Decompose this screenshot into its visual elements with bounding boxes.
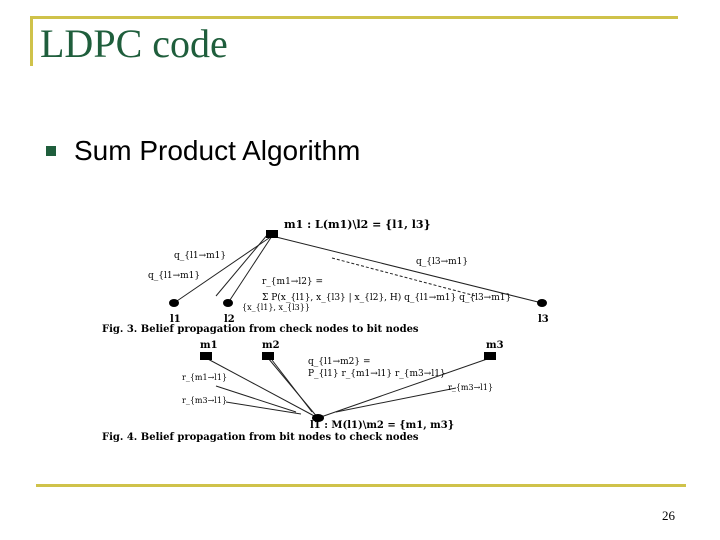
fig3-bit-node-l2	[223, 299, 233, 307]
fig3-diagram: m1 : L(m1)\l2 = {l1, l3} q_{l1→m1} q_{l1…	[102, 218, 549, 335]
fig4-msg-arrow-1	[215, 385, 297, 413]
fig4-bit-node-l1	[312, 414, 324, 422]
fig4-msg-1: r_{m1→l1}	[182, 373, 227, 382]
fig4-check-node-m2	[262, 352, 274, 360]
footer-rule	[36, 484, 686, 487]
slide-title: LDPC code	[40, 21, 228, 66]
fig3-label-l1: l1	[170, 314, 181, 325]
fig4-edge-m1	[205, 357, 319, 419]
fig4-check-node-m1	[200, 352, 212, 360]
fig4-edge-m2b	[271, 359, 313, 413]
fig3-msg-2: q_{l1→m1}	[148, 271, 200, 281]
fig3-equation: Σ P(x_{l1}, x_{l3} | x_{l2}, H) q_{l1→m1…	[262, 292, 511, 303]
fig4-msg-3: r_{m3→l1}	[448, 383, 493, 392]
fig3-bit-node-l1	[169, 299, 179, 307]
fig4-label-m1: m1	[200, 340, 218, 351]
fig3-edge-l1	[173, 235, 273, 304]
fig4-label-m2: m2	[262, 340, 280, 351]
fig4-edge-m3	[317, 357, 491, 419]
square-bullet-icon	[46, 146, 56, 156]
fig4-check-node-m3	[484, 352, 496, 360]
fig3-msg-4: r_{m1→l2} =	[262, 277, 323, 287]
title-rule-left	[30, 16, 33, 66]
fig4-msg-2: r_{m3→l1}	[182, 396, 227, 405]
page-number: 26	[662, 508, 675, 523]
fig3-label-l2: l2	[224, 314, 235, 325]
title-rule-top	[30, 16, 678, 19]
fig3-check-label: m1 : L(m1)\l2 = {l1, l3}	[284, 218, 431, 231]
fig3-label-l3: l3	[538, 314, 549, 325]
fig4-equation-lhs: q_{l1→m2} =	[308, 357, 371, 367]
fig4-caption: Fig. 4. Belief propagation from bit node…	[102, 432, 419, 443]
belief-propagation-figure: m1 : L(m1)\l2 = {l1, l3} q_{l1→m1} q_{l1…	[102, 218, 549, 443]
fig4-msg-arrow-2	[225, 401, 302, 415]
fig3-edge-l2	[227, 235, 273, 304]
fig3-msg-1: q_{l1→m1}	[174, 251, 226, 261]
fig3-check-node-m1	[266, 230, 278, 238]
fig4-equation-rhs: P_{l1} r_{m1→l1} r_{m3→l1}	[308, 369, 446, 379]
fig3-edge-l3	[271, 235, 543, 304]
fig3-caption: Fig. 3. Belief propagation from check no…	[102, 324, 419, 335]
fig3-sum-index: {x_{l1}, x_{l3}}	[242, 303, 310, 312]
bullet-text: Sum Product Algorithm	[74, 135, 361, 166]
bullet-item: Sum Product Algorithm	[46, 135, 360, 167]
fig4-diagram: m1 m2 m3 q_{l1→m2} = P_{l1} r_{m1→l1} r_…	[102, 340, 504, 443]
fig4-msg-arrow-3	[335, 387, 457, 413]
fig4-label-m3: m3	[486, 340, 504, 351]
fig4-bit-label: l1 : M(l1)\m2 = {m1, m3}	[310, 420, 454, 431]
fig3-msg-3: q_{l3→m1}	[416, 257, 468, 267]
fig3-edge-l1b	[215, 233, 269, 297]
fig3-bit-node-l3	[537, 299, 547, 307]
